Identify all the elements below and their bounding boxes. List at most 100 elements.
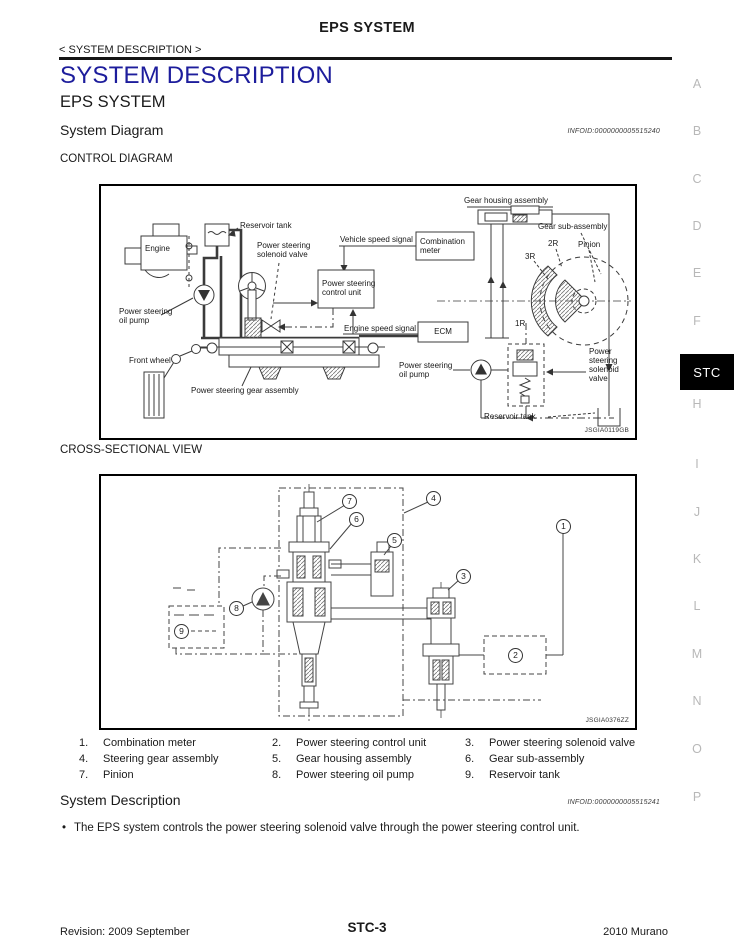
header-rule: [59, 57, 672, 60]
margin-letter-p: P: [692, 790, 702, 804]
footer-page-code: STC-3: [347, 920, 387, 935]
infoid-system-description: INFOID:0000000005515241: [567, 799, 660, 806]
section-title: SYSTEM DESCRIPTION: [60, 62, 333, 89]
legend-label: Gear sub-assembly: [489, 753, 585, 765]
control-diagram-art: [101, 186, 635, 438]
legend-item-7: 7. Pinion: [79, 769, 272, 781]
legend-num: 7.: [79, 769, 89, 781]
callout-7: 7: [342, 494, 357, 509]
margin-letter-f: F: [693, 314, 701, 328]
legend-label: Power steering oil pump: [296, 769, 415, 781]
legend-item-8: 8. Power steering oil pump: [272, 769, 465, 781]
label-line: meter: [420, 246, 441, 255]
label-gear-housing-assembly: Gear housing assembly: [464, 196, 549, 205]
label-line: solenoid valve: [257, 250, 308, 259]
label-reservoir-tank-bottom: Reservoir tank: [484, 412, 536, 421]
legend-num: 4.: [79, 753, 89, 765]
label-ps-control-unit: Power steering control unit: [322, 279, 375, 297]
cross-section-label: CROSS-SECTIONAL VIEW: [60, 444, 203, 456]
legend-num: 2.: [272, 737, 282, 749]
legend-label: Steering gear assembly: [103, 753, 219, 765]
callout-3: 3: [456, 569, 471, 584]
margin-letter-m: M: [691, 647, 703, 661]
margin-letter-a: A: [692, 77, 702, 91]
label-reservoir-tank: Reservoir tank: [240, 221, 292, 230]
label-ps-oil-pump-left: Power steering oil pump: [119, 307, 172, 325]
legend-num: 8.: [272, 769, 282, 781]
label-ps-solenoid-valve: Power steering solenoid valve: [257, 241, 310, 259]
label-vehicle-speed-signal: Vehicle speed signal: [340, 235, 413, 244]
label-combination-meter: Combination meter: [420, 237, 465, 255]
label-line: Combination: [420, 237, 465, 246]
legend-item-1: 1. Combination meter: [79, 737, 272, 749]
system-diagram-heading: System Diagram: [60, 122, 164, 138]
subsection-title: EPS SYSTEM: [60, 93, 166, 111]
label-1r: 1R: [515, 319, 526, 328]
legend-num: 5.: [272, 753, 282, 765]
label-line: oil pump: [399, 370, 430, 379]
margin-letter-b: B: [692, 124, 702, 138]
margin-letter-j: J: [693, 505, 701, 519]
cross-section-figure: 1 2 3 4 5 6 7 8 9 JSGIA0376ZZ: [99, 474, 637, 730]
label-line: Power steering: [119, 307, 173, 316]
label-line: control unit: [322, 288, 362, 297]
legend-label: Pinion: [103, 769, 134, 781]
label-line: Power: [589, 347, 612, 356]
margin-tab-stc: STC: [680, 354, 734, 390]
label-line: Power steering: [257, 241, 311, 250]
callout-1: 1: [556, 519, 571, 534]
footer-model: 2010 Murano: [603, 926, 668, 938]
infoid-system-diagram: INFOID:0000000005515240: [567, 128, 660, 135]
label-line: steering: [589, 356, 618, 365]
label-ps-gear-assembly: Power steering gear assembly: [191, 386, 299, 395]
label-ps-oil-pump-right: Power steering oil pump: [399, 361, 452, 379]
margin-letter-i: I: [695, 457, 699, 471]
bullet-marker: •: [62, 822, 67, 834]
margin-letter-c: C: [692, 172, 702, 186]
label-engine: Engine: [145, 244, 170, 253]
footer-revision: Revision: 2009 September: [60, 926, 190, 938]
margin-letter-n: N: [692, 694, 702, 708]
legend-item-3: 3.Power steering solenoid valve: [465, 737, 639, 749]
figure-id-cross-section: JSGIA0376ZZ: [585, 717, 629, 724]
page-header-title: EPS SYSTEM: [319, 20, 415, 36]
breadcrumb: < SYSTEM DESCRIPTION >: [59, 44, 202, 56]
label-line: Power steering: [322, 279, 376, 288]
label-line: valve: [589, 374, 608, 383]
label-gear-sub-assembly: Gear sub-assembly: [538, 222, 608, 231]
control-diagram-figure: Engine Reservoir tank Power steering sol…: [99, 184, 637, 440]
legend-item-2: 2. Power steering control unit: [272, 737, 465, 749]
margin-letter-k: K: [692, 552, 702, 566]
bullet-text: The EPS system controls the power steeri…: [74, 822, 580, 834]
control-diagram-label: CONTROL DIAGRAM: [60, 153, 173, 165]
legend-label: Power steering control unit: [296, 737, 427, 749]
label-3r: 3R: [525, 252, 536, 261]
figure-id-control-diagram: JSGIA0119GB: [584, 427, 629, 434]
callout-6: 6: [349, 512, 364, 527]
label-engine-speed-signal: Engine speed signal: [344, 324, 417, 333]
cross-section-art: [101, 476, 635, 728]
margin-letter-l: L: [693, 599, 701, 613]
legend-label: Combination meter: [103, 737, 196, 749]
legend-label: Power steering solenoid valve: [489, 737, 636, 749]
callout-5: 5: [387, 533, 402, 548]
description-bullet: • The EPS system controls the power stee…: [62, 822, 682, 834]
system-description-heading: System Description: [60, 792, 181, 808]
callout-8: 8: [229, 601, 244, 616]
label-ps-solenoid-valve-right: Power steering solenoid valve: [589, 347, 619, 383]
margin-letter-e: E: [692, 266, 702, 280]
label-pinion: Pinion: [578, 240, 601, 249]
label-line: oil pump: [119, 316, 150, 325]
parts-legend: 1. Combination meter 2. Power steering con…: [79, 737, 639, 781]
margin-letter-d: D: [692, 219, 702, 233]
legend-num: 1.: [79, 737, 89, 749]
label-line: solenoid: [589, 365, 619, 374]
callout-4: 4: [426, 491, 441, 506]
label-ecm: ECM: [434, 327, 452, 336]
legend-num: 6.: [465, 753, 475, 765]
margin-letter-o: O: [692, 742, 702, 756]
legend-item-4: 4. Steering gear assembly: [79, 753, 272, 765]
callout-2: 2: [508, 648, 523, 663]
legend-item-6: 6. Gear sub-assembly: [465, 753, 639, 765]
legend-item-9: 9.Reservoir tank: [465, 769, 639, 781]
